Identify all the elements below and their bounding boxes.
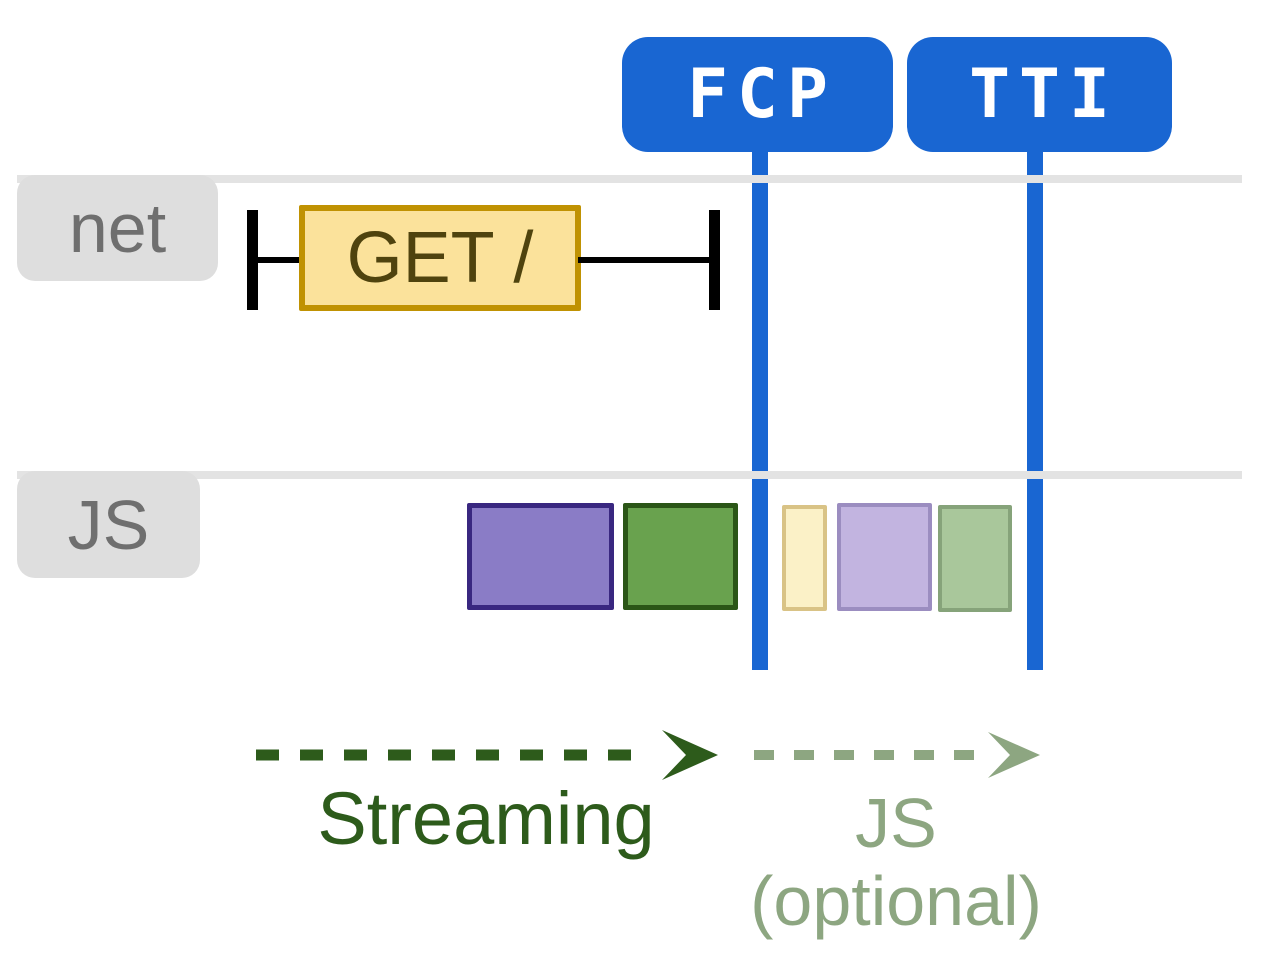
fcp-marker-line (752, 140, 768, 670)
js-task-faded-green (938, 505, 1012, 612)
request-end-cap (709, 210, 720, 310)
net-lane-line (17, 175, 1242, 183)
get-request-label: GET / (346, 218, 534, 298)
request-start-cap (247, 210, 258, 310)
net-lane-tab: net (17, 175, 218, 281)
js-lane-tab: JS (17, 471, 200, 578)
fcp-badge-label: FCP (687, 55, 837, 134)
tti-badge: TTI (907, 37, 1172, 152)
js-optional-label-line1: JS (855, 784, 937, 862)
js-task-faded-yellow (782, 505, 827, 611)
get-request-box: GET / (299, 205, 581, 311)
request-connector-right (578, 257, 713, 263)
js-phase-arrow-icon (754, 732, 1040, 778)
js-lane-line (17, 471, 1242, 479)
tti-marker-line (1027, 140, 1043, 670)
js-task-solid-purple (467, 503, 614, 610)
net-lane-label: net (68, 189, 167, 267)
js-lane-label: JS (67, 485, 150, 564)
js-optional-label-line2: (optional) (750, 862, 1042, 940)
streaming-phase-arrow-icon (256, 730, 718, 780)
js-optional-phase-label: JS (optional) (696, 784, 1096, 940)
tti-badge-label: TTI (969, 55, 1119, 134)
fcp-badge: FCP (622, 37, 893, 152)
request-connector-left (254, 257, 304, 263)
js-task-faded-purple (837, 503, 932, 611)
js-task-solid-green (623, 503, 738, 610)
streaming-phase-label: Streaming (317, 777, 655, 860)
